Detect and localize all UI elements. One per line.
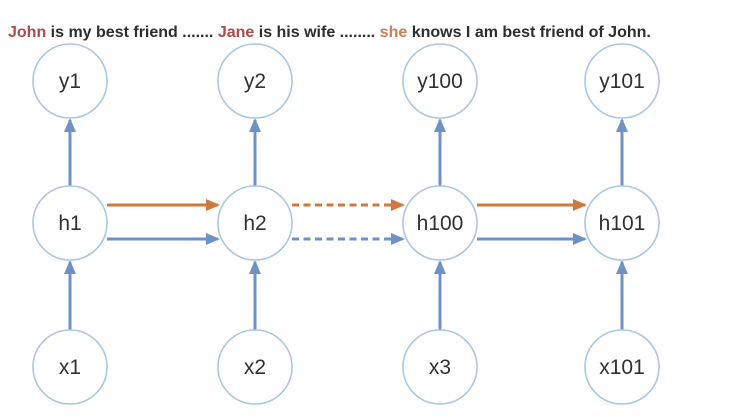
node-circle-y1 bbox=[32, 43, 108, 119]
node-h100: h100 bbox=[402, 185, 478, 261]
node-circle-x3 bbox=[402, 329, 478, 405]
node-label-y2: y2 bbox=[244, 70, 266, 93]
node-circle-x101 bbox=[584, 329, 660, 405]
sentence-segment: knows I am best friend of John. bbox=[407, 24, 651, 41]
sentence-segment: is his wife ........ bbox=[254, 24, 380, 41]
node-circle-h2 bbox=[217, 185, 293, 261]
node-x3: x3 bbox=[402, 329, 478, 405]
sentence-segment: Jane bbox=[217, 24, 255, 41]
node-label-y101: y101 bbox=[599, 70, 645, 93]
node-circle-h1 bbox=[32, 185, 108, 261]
node-label-x101: x101 bbox=[599, 356, 645, 379]
sentence-segment: John bbox=[8, 24, 47, 41]
node-label-h2: h2 bbox=[243, 212, 266, 235]
node-h2: h2 bbox=[217, 185, 293, 261]
node-label-h101: h101 bbox=[599, 212, 646, 235]
node-label-x2: x2 bbox=[244, 356, 266, 379]
node-h1: h1 bbox=[32, 185, 108, 261]
node-circle-y100 bbox=[402, 43, 478, 119]
node-circle-y101 bbox=[584, 43, 660, 119]
node-y101: y101 bbox=[584, 43, 660, 119]
node-circle-h101 bbox=[584, 185, 660, 261]
node-label-y100: y100 bbox=[417, 70, 463, 93]
node-circle-x1 bbox=[32, 329, 108, 405]
node-label-h1: h1 bbox=[58, 212, 81, 235]
node-label-h100: h100 bbox=[417, 212, 464, 235]
caption-sentence: John is my best friend ....... Jane is h… bbox=[8, 24, 731, 42]
node-x1: x1 bbox=[32, 329, 108, 405]
node-x2: x2 bbox=[217, 329, 293, 405]
node-circle-y2 bbox=[217, 43, 293, 119]
sentence-segment: she bbox=[379, 24, 408, 41]
node-circle-x2 bbox=[217, 329, 293, 405]
node-label-y1: y1 bbox=[59, 70, 81, 93]
node-x101: x101 bbox=[584, 329, 660, 405]
node-y1: y1 bbox=[32, 43, 108, 119]
node-label-x3: x3 bbox=[429, 356, 451, 379]
node-h101: h101 bbox=[584, 185, 660, 261]
node-y2: y2 bbox=[217, 43, 293, 119]
node-label-x1: x1 bbox=[59, 356, 81, 379]
sentence-segment: is my best friend ....... bbox=[46, 24, 218, 41]
node-circle-h100 bbox=[402, 185, 478, 261]
node-y100: y100 bbox=[402, 43, 478, 119]
